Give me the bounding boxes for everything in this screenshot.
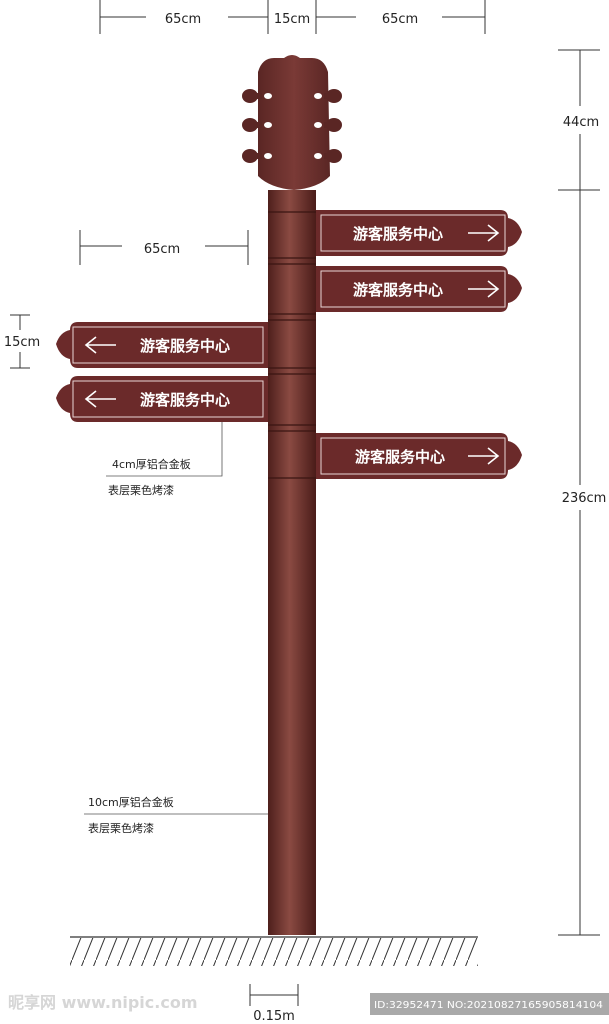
- pole-head: [242, 55, 342, 190]
- arrow-left-icon: [84, 390, 116, 408]
- sign-left-2: 游客服务中心: [56, 376, 268, 422]
- top-dimension-lines: [99, 0, 486, 34]
- sign-material-note-line2: 表层栗色烤漆: [108, 483, 174, 497]
- sign-label: 游客服务中心: [353, 225, 443, 243]
- dim-sign-width: 65cm: [144, 242, 180, 257]
- pole-material-note-line1: 10cm厚铝合金板: [88, 795, 174, 809]
- pole: [268, 190, 316, 935]
- pole-material-note-line2: 表层栗色烤漆: [88, 821, 154, 835]
- sign-label: 游客服务中心: [353, 281, 443, 299]
- ground: [70, 936, 478, 966]
- sign-right-3: 游客服务中心: [316, 433, 522, 479]
- dim-sign-height: 15cm: [4, 335, 40, 350]
- arrow-right-icon: [468, 280, 500, 298]
- dim-top-right-width: 65cm: [382, 12, 418, 27]
- watermark-id: ID:32952471 NO:20210827165905814104: [374, 1000, 603, 1011]
- sign-width-dimension-lines: [79, 230, 249, 265]
- tuning-pegs-left: [242, 89, 262, 163]
- sign-height-dimension-lines: [10, 314, 30, 369]
- arrow-left-icon: [84, 336, 116, 354]
- dim-top-left-width: 65cm: [165, 12, 201, 27]
- callout-lines: [84, 422, 268, 815]
- sign-left-1: 游客服务中心: [56, 322, 268, 368]
- watermark-bar: [370, 993, 609, 1015]
- dim-top-center-width: 15cm: [274, 12, 310, 27]
- sign-right-1: 游客服务中心: [316, 210, 522, 256]
- sign-label: 游客服务中心: [355, 448, 445, 466]
- tuning-peg-holes: [264, 93, 322, 159]
- sign-label: 游客服务中心: [140, 337, 230, 355]
- dim-base-width: 0.15m: [253, 1009, 295, 1024]
- right-dimension-lines: [558, 49, 600, 936]
- watermark-logo: 昵享网 www.nipic.com: [8, 993, 198, 1012]
- arrow-right-icon: [468, 224, 500, 242]
- base-dimension-lines: [249, 984, 299, 1006]
- sign-material-note-line1: 4cm厚铝合金板: [112, 457, 191, 471]
- arrow-right-icon: [468, 447, 500, 465]
- dim-head-height: 44cm: [563, 115, 599, 130]
- dim-pole-height: 236cm: [562, 491, 607, 506]
- tuning-pegs-right: [324, 89, 342, 163]
- sign-right-2: 游客服务中心: [316, 266, 522, 312]
- sign-label: 游客服务中心: [140, 391, 230, 409]
